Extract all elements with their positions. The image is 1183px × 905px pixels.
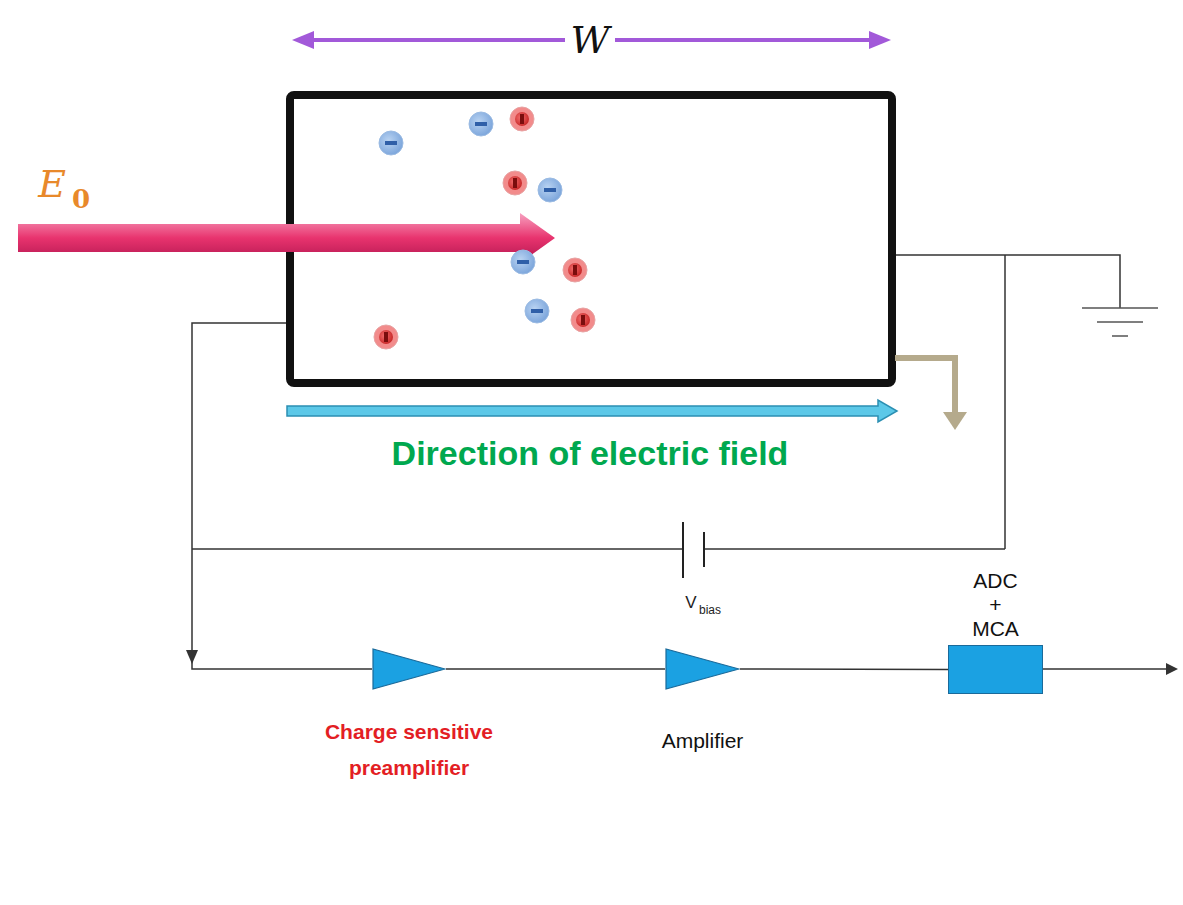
field-label: Direction of electric field [392,434,789,472]
width-label: W [570,18,609,62]
preamplifier-symbol: Charge sensitive preamplifier [372,648,446,690]
charge-carriers [374,107,595,349]
electron [538,178,562,202]
hole [510,107,534,131]
signal-wire [446,668,665,670]
hole [571,308,595,332]
electron [525,299,549,323]
preamplifier-label: Charge sensitive preamplifier [304,714,514,786]
bias-symbol: V [685,593,696,612]
ground-arrow [895,358,967,430]
electron [511,250,535,274]
amplifier-symbol: Amplifier [665,648,740,690]
bias-symbol-holder: V [685,593,696,613]
width-label-holder: W [570,18,609,62]
amplifier-label: Amplifier [623,728,783,754]
electron [469,112,493,136]
signal-arrowhead [186,650,198,664]
amplifier-triangle [665,648,740,690]
energy-subscript: 0 [72,184,90,214]
hole [374,325,398,349]
incident-beam [18,213,555,263]
module-box [948,645,1043,694]
bias-subscript: bias [699,603,721,617]
battery-symbol [683,522,704,578]
hole [563,258,587,282]
field-arrow [287,400,897,422]
electron [379,131,403,155]
hole [503,171,527,195]
energy-subscript-holder: 0 [72,184,90,214]
output-arrowhead [1166,663,1178,675]
energy-symbol: E [38,162,66,206]
amplifier-triangle [372,648,446,690]
bias-subscript-holder: bias [699,600,721,618]
field-label-holder: Direction of electric field [392,434,789,473]
ground-symbol [1082,308,1158,336]
signal-wire [740,668,948,670]
adc-mca-box: ADC + MCA [948,645,1043,694]
energy-symbol-holder: E [38,162,66,206]
adc-mca-label: ADC + MCA [972,569,1019,641]
